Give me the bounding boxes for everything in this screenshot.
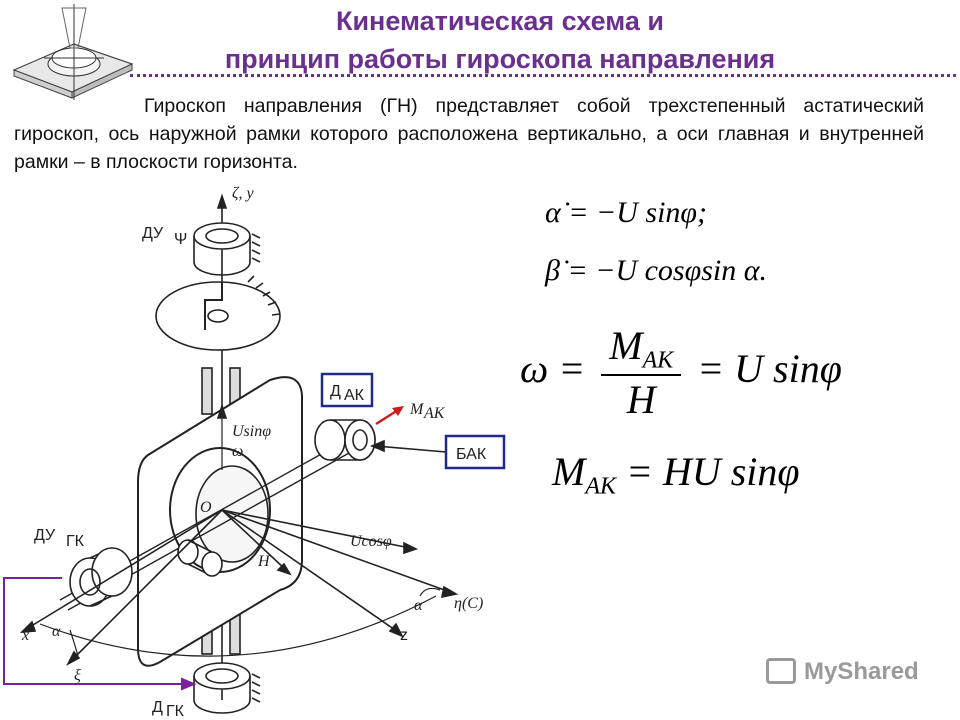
formula-omega: ω = MАК H = U sinφ — [520, 322, 842, 423]
label-du-gk-sub: ГК — [66, 533, 85, 550]
label-xi: ξ — [74, 667, 81, 684]
page-title: Кинематическая схема и принцип работы ги… — [140, 2, 860, 78]
label-ucos: Ucosφ — [350, 533, 392, 550]
title-divider — [130, 74, 956, 77]
label-omega: ω — [232, 443, 243, 460]
label-d-gk-sub: ГК — [166, 703, 185, 720]
ucos-axis — [221, 509, 411, 549]
label-m-ak: M — [409, 401, 425, 418]
label-h: H — [257, 553, 271, 570]
intro-paragraph: Гироскоп направления (ГН) представляет с… — [14, 95, 924, 173]
label-d-gk: Д — [152, 699, 163, 716]
bak-box — [444, 434, 506, 470]
label-du-gk: ДУ — [34, 527, 56, 544]
label-x: x — [21, 627, 29, 644]
omega-fraction: MАК H — [601, 322, 682, 423]
label-alpha-right: α — [414, 597, 423, 614]
watermark-text: MyShared — [804, 658, 919, 685]
h-vector-axis — [221, 509, 287, 571]
label-eta: η(C) — [454, 595, 483, 612]
moment-arrow — [375, 406, 404, 426]
label-o: O — [200, 499, 212, 516]
x-axis — [27, 509, 223, 629]
title-line-2: принцип работы гироскопа направления — [224, 44, 776, 74]
label-du-psi: ДУ — [142, 225, 164, 242]
label-m-ak-sub: АК — [423, 405, 446, 422]
xi-axis — [71, 509, 223, 661]
label-d-ak: Д — [330, 383, 341, 400]
presentation-icon — [766, 658, 796, 684]
label-bak: БАК — [456, 446, 487, 463]
z-axis — [221, 509, 399, 633]
label-z: z — [400, 627, 408, 644]
label-alpha-left: α — [52, 623, 61, 640]
eta-axis — [221, 509, 451, 593]
title-line-1: Кинематическая схема и — [335, 6, 665, 36]
feedback-loop — [3, 577, 197, 691]
formula-alpha-dot: α̇ = −U sinφ; — [545, 196, 707, 229]
formula-beta-dot: β̇ = −U cosφsin α. — [545, 254, 767, 287]
label-du-psi-sub: Ψ — [174, 231, 187, 248]
formula-moment: MАК = HU sinφ — [552, 449, 800, 500]
d-ak-box — [320, 372, 374, 408]
watermark-logo: MyShared — [766, 656, 936, 692]
label-d-ak-sub: АК — [344, 387, 365, 404]
label-zeta-y: ζ, y — [232, 185, 254, 202]
label-usin: Usinφ — [232, 423, 271, 440]
corner-gyroscope-illustration — [12, 4, 134, 100]
